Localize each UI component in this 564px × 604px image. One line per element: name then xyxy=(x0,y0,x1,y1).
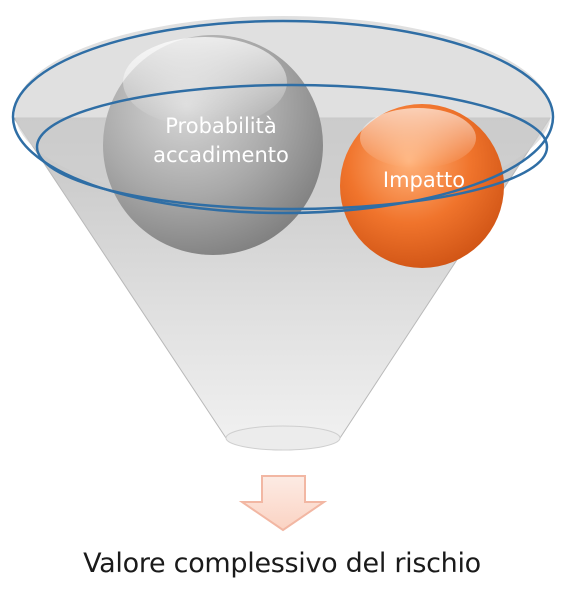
funnel-spout xyxy=(225,425,341,451)
funnel-rim-inner xyxy=(35,83,549,211)
sphere-impact: Impatto xyxy=(340,104,504,268)
sphere-impact-label: Impatto xyxy=(383,168,465,192)
down-arrow-icon xyxy=(238,475,328,532)
sphere-probability-label-line-2: accadimento xyxy=(153,143,289,167)
funnel-rim-outer xyxy=(11,19,555,215)
sphere-probability-label-line-1: Probabilità xyxy=(165,114,276,138)
result-label: Valore complessivo del rischio xyxy=(83,548,481,579)
sphere-probability: Probabilità accadimento xyxy=(103,35,323,255)
